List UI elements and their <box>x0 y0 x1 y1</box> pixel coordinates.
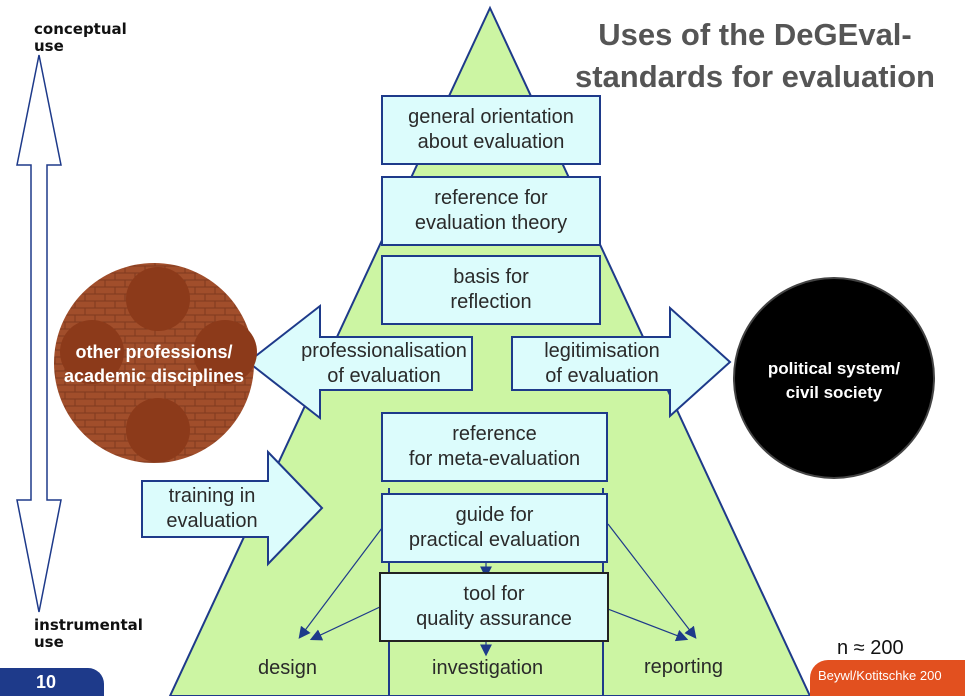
training-line1: training in <box>168 485 256 507</box>
meta-evaluation-box: reference for meta-evaluation <box>381 412 608 482</box>
legitimisation-label: legitimisation of evaluation <box>512 339 692 389</box>
reflection-line1: basis for <box>453 266 529 288</box>
meta-line1: reference <box>452 423 537 445</box>
instrumental-label-line2: use <box>34 633 64 651</box>
reflection-box: basis for reflection <box>381 255 601 325</box>
guide-line2: practical evaluation <box>408 529 581 551</box>
arrow-to-design <box>298 523 386 639</box>
political-system-line2: civil society <box>785 383 883 402</box>
sample-size-label: n ≈ 200 <box>837 637 904 659</box>
instrumental-use-label: instrumental use <box>34 617 143 651</box>
design-label: design <box>258 657 317 679</box>
credit-label: Beywl/Kotitschke 200 <box>818 668 942 683</box>
investigation-label: investigation <box>432 657 544 679</box>
general-orientation-box: general orientation about evaluation <box>381 95 601 165</box>
political-system-line1: political system/ <box>767 359 901 378</box>
professionalisation-line2: of evaluation <box>327 365 441 387</box>
theory-line1: reference for <box>434 187 548 209</box>
other-professions-line1: other professions/ <box>75 342 233 362</box>
arrow-to-reporting <box>607 523 697 639</box>
training-arrow <box>141 449 324 567</box>
other-professions-label: other professions/ academic disciplines <box>54 340 254 388</box>
quality-assurance-box: tool for quality assurance <box>379 572 609 642</box>
evaluation-theory-box: reference for evaluation theory <box>381 176 601 246</box>
political-system-circle <box>733 277 935 479</box>
conceptual-label-line1: conceptual <box>34 20 127 38</box>
reflection-line2: reflection <box>450 291 532 313</box>
conceptual-label-line2: use <box>34 37 64 55</box>
other-professions-circle <box>54 263 257 463</box>
page-number-badge <box>0 668 104 696</box>
practical-guide-box: guide for practical evaluation <box>381 493 608 563</box>
guide-line1: guide for <box>455 504 534 526</box>
training-label: training in evaluation <box>152 484 272 534</box>
reporting-label: reporting <box>644 656 723 678</box>
professionalisation-arrow <box>246 303 473 421</box>
instrumental-label-line1: instrumental <box>34 616 143 634</box>
tool-line1: tool for <box>463 583 525 605</box>
legitimisation-line2: of evaluation <box>545 365 659 387</box>
theory-line2: evaluation theory <box>414 212 568 234</box>
professionalisation-line1: professionalisation <box>301 340 467 362</box>
general-line2: about evaluation <box>417 131 565 153</box>
title-line-2: standards for evaluation <box>574 59 935 94</box>
credit-badge <box>810 660 965 696</box>
professionalisation-label: professionalisation of evaluation <box>296 339 472 389</box>
general-line1: general orientation <box>408 106 574 128</box>
page-number: 10 <box>36 672 57 692</box>
legitimisation-arrow <box>511 305 732 419</box>
arrow-tool-to-design <box>309 605 383 641</box>
political-system-label: political system/ civil society <box>744 357 924 405</box>
double-arrow-icon <box>16 54 62 613</box>
title-line-1: Uses of the DeGEval- <box>598 17 912 52</box>
other-professions-line2: academic disciplines <box>63 366 245 386</box>
legitimisation-line1: legitimisation <box>544 340 660 362</box>
conceptual-use-label: conceptual use <box>34 21 127 55</box>
slide-title: Uses of the DeGEval- standards for evalu… <box>575 14 935 98</box>
arrow-tool-to-reporting <box>599 605 689 642</box>
meta-line2: for meta-evaluation <box>408 448 581 470</box>
training-line2: evaluation <box>166 510 258 532</box>
tool-line2: quality assurance <box>416 608 572 630</box>
